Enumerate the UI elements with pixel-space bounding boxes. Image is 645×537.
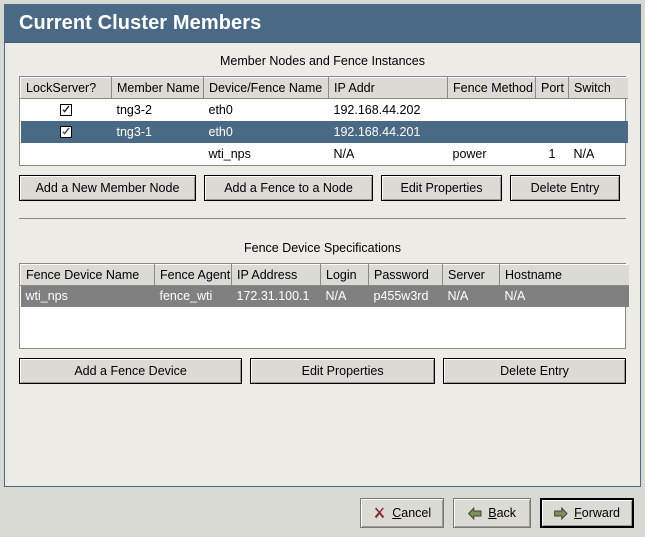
cell-member-name	[112, 143, 204, 165]
fence-table-body: wti_nps fence_wti 172.31.100.1 N/A p455w…	[20, 285, 629, 307]
back-button[interactable]: Back	[453, 498, 532, 528]
delete-entry-button-members[interactable]: Delete Entry	[510, 174, 620, 201]
close-x-icon	[373, 507, 386, 520]
cell-member-name: tng3-2	[116, 102, 152, 117]
cell-ip-address: 172.31.100.1	[231, 285, 321, 307]
members-table-container: LockServer? Member Name Device/Fence Nam…	[19, 76, 628, 166]
edit-properties-button-fence[interactable]: Edit Properties	[250, 357, 436, 384]
cell-device-fence-name: eth0	[208, 102, 233, 117]
table-row[interactable]: tng3-2 eth0 192.168.44.202	[21, 99, 628, 121]
title-bar: Current Cluster Members	[5, 5, 640, 43]
cell-lockserver	[21, 143, 112, 165]
cell-fence-device-name: wti_nps	[20, 285, 155, 307]
cell-lockserver[interactable]	[20, 120, 112, 143]
forward-suffix: orward	[581, 506, 620, 520]
dialog-content: Member Nodes and Fence Instances LockSer…	[5, 43, 640, 485]
cell-device-fence-name: eth0	[203, 120, 329, 143]
delete-entry-button-fence[interactable]: Delete Entry	[443, 357, 626, 384]
cell-switch: N/A	[573, 146, 595, 161]
add-new-member-node-button[interactable]: Add a New Member Node	[19, 174, 196, 201]
cell-device-fence-name: wti_nps	[208, 146, 251, 161]
back-mnemonic: B	[488, 506, 497, 520]
table-row[interactable]: wti_nps N/A power 1 N/A	[21, 143, 628, 165]
cancel-button[interactable]: Cancel	[360, 498, 445, 528]
lockserver-checkbox[interactable]	[60, 104, 72, 117]
column-header-port[interactable]: Port	[535, 77, 569, 99]
members-table-body: tng3-2 eth0 192.168.44.202	[20, 99, 628, 165]
members-table: LockServer? Member Name Device/Fence Nam…	[20, 77, 628, 165]
column-header-login[interactable]: Login	[320, 263, 369, 286]
back-button-label: Back	[488, 506, 516, 520]
edit-properties-button-members[interactable]: Edit Properties	[381, 174, 502, 201]
column-header-ip-address[interactable]: IP Address	[231, 263, 321, 286]
column-header-member-name[interactable]: Member Name	[111, 77, 204, 99]
members-table-header-row: LockServer? Member Name Device/Fence Nam…	[20, 77, 628, 99]
forward-button[interactable]: Forward	[540, 498, 634, 528]
fence-table-header-row: Fence Device Name Fence Agent IP Address…	[20, 263, 629, 286]
cancel-button-label: Cancel	[392, 506, 431, 520]
lockserver-checkbox[interactable]	[60, 126, 72, 139]
column-header-ip-addr[interactable]: IP Addr	[328, 77, 448, 99]
cell-switch	[568, 120, 628, 143]
cell-hostname: N/A	[499, 285, 629, 307]
arrow-left-icon	[468, 506, 482, 520]
column-header-password[interactable]: Password	[368, 263, 443, 286]
table-row[interactable]: wti_nps fence_wti 172.31.100.1 N/A p455w…	[20, 285, 629, 307]
cell-fence-agent: fence_wti	[154, 285, 232, 307]
cell-password: p455w3rd	[368, 285, 443, 307]
cell-lockserver[interactable]	[21, 99, 112, 121]
window-title: Current Cluster Members	[19, 12, 262, 34]
column-header-server[interactable]: Server	[442, 263, 500, 286]
cell-switch	[569, 99, 628, 121]
fence-table-container: Fence Device Name Fence Agent IP Address…	[19, 262, 629, 349]
forward-button-label: Forward	[574, 506, 620, 520]
fence-devices-table: Fence Device Name Fence Agent IP Address…	[20, 263, 629, 307]
members-section-title: Member Nodes and Fence Instances	[220, 54, 425, 68]
add-fence-to-node-button[interactable]: Add a Fence to a Node	[204, 174, 373, 201]
column-header-lockserver[interactable]: LockServer?	[20, 77, 112, 99]
column-header-switch[interactable]: Switch	[568, 77, 628, 99]
window-frame: Current Cluster Members Member Nodes and…	[4, 4, 641, 487]
column-header-fence-agent[interactable]: Fence Agent	[154, 263, 232, 286]
section-divider	[19, 217, 626, 219]
cell-fence-method	[447, 120, 536, 143]
cell-ip-addr: 192.168.44.202	[333, 102, 421, 117]
cell-ip-addr: 192.168.44.201	[328, 120, 448, 143]
column-header-hostname[interactable]: Hostname	[499, 263, 629, 286]
arrow-right-icon	[554, 506, 568, 520]
cell-port: 1	[548, 146, 556, 161]
column-header-device-fence-name[interactable]: Device/Fence Name	[203, 77, 329, 99]
fence-section-title: Fence Device Specifications	[243, 240, 402, 255]
cell-fence-method: power	[452, 146, 487, 161]
cell-member-name: tng3-1	[111, 120, 204, 143]
forward-mnemonic: F	[574, 506, 582, 520]
cancel-mnemonic: C	[392, 506, 402, 520]
cell-server: N/A	[442, 285, 500, 307]
fence-button-row: Add a Fence Device Edit Properties Delet…	[19, 357, 626, 384]
cell-login: N/A	[320, 285, 369, 307]
back-suffix: ack	[496, 506, 517, 520]
wizard-footer: Cancel Back Forward	[0, 489, 645, 537]
cell-port	[536, 99, 569, 121]
members-button-row: Add a New Member Node Add a Fence to a N…	[19, 174, 626, 201]
cell-port	[535, 120, 569, 143]
add-fence-device-button[interactable]: Add a Fence Device	[19, 357, 243, 384]
cell-ip-addr: N/A	[333, 146, 355, 161]
column-header-fence-device-name[interactable]: Fence Device Name	[20, 263, 155, 286]
cancel-suffix: ancel	[401, 506, 432, 520]
table-row[interactable]: tng3-1 eth0 192.168.44.201	[20, 120, 628, 143]
column-header-fence-method[interactable]: Fence Method	[447, 77, 536, 99]
cell-fence-method	[448, 99, 536, 121]
